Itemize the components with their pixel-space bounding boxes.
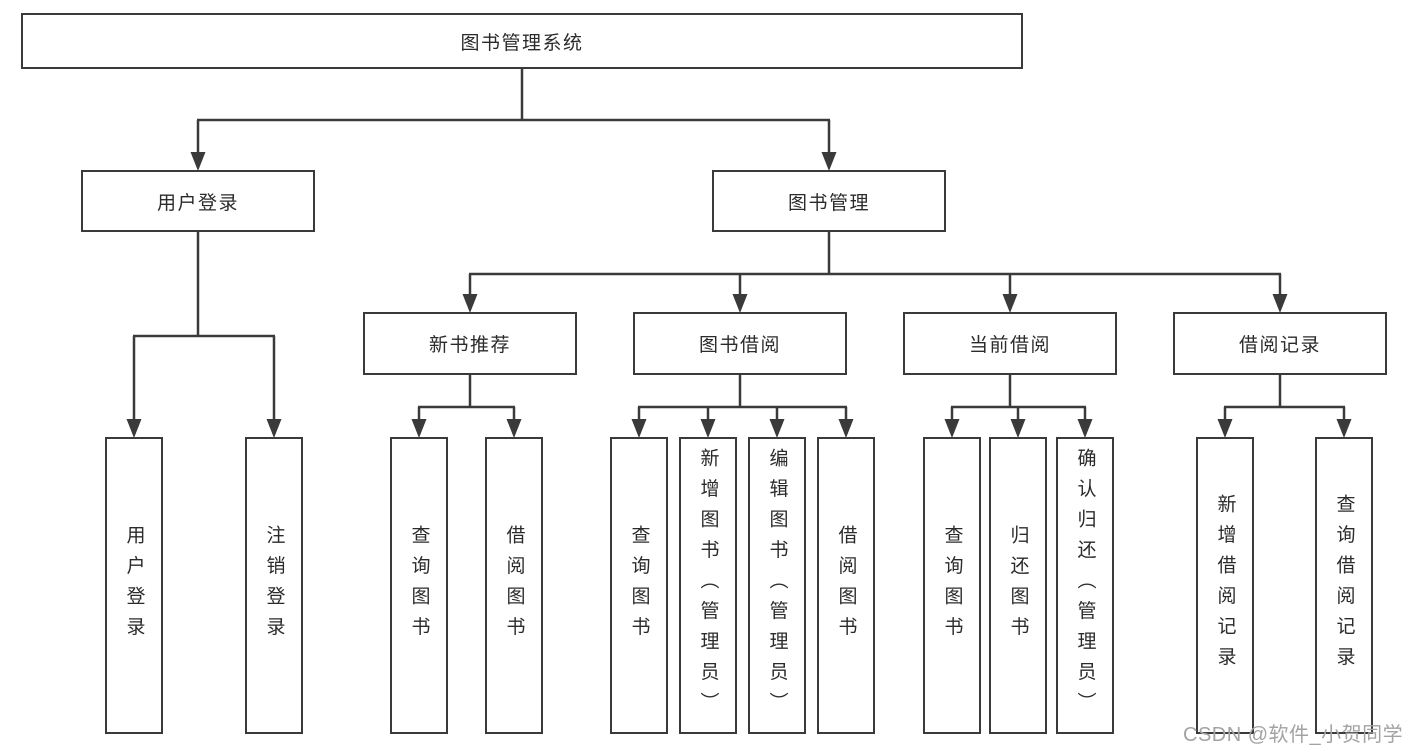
- leaf-user-login-label: 用户登录: [123, 524, 145, 647]
- leaf-records-query-record-label: 查询借阅记录: [1333, 494, 1355, 677]
- node-borrowing-records: 借阅记录: [1173, 312, 1387, 375]
- leaf-borrowing-add-books-admin-label: 新增图书（管理员）: [697, 448, 719, 723]
- leaf-current-return-books: 归还图书: [989, 437, 1047, 734]
- node-book-management: 图书管理: [712, 170, 946, 232]
- leaf-current-confirm-return-admin: 确认归还（管理员）: [1056, 437, 1114, 734]
- leaf-logout: 注销登录: [245, 437, 303, 734]
- leaf-borrowing-borrow-books-label: 借阅图书: [835, 524, 857, 647]
- leaf-records-query-record: 查询借阅记录: [1315, 437, 1373, 734]
- node-borrowing-records-label: 借阅记录: [1238, 335, 1321, 356]
- leaf-current-query-books: 查询图书: [923, 437, 981, 734]
- leaf-borrowing-query-books-label: 查询图书: [628, 524, 650, 647]
- node-new-book-recommend-label: 新书推荐: [428, 335, 511, 356]
- leaf-borrowing-query-books: 查询图书: [610, 437, 668, 734]
- leaf-user-login: 用户登录: [105, 437, 163, 734]
- leaf-records-add-record: 新增借阅记录: [1196, 437, 1254, 734]
- node-new-book-recommend: 新书推荐: [363, 312, 577, 375]
- node-book-management-label: 图书管理: [787, 192, 870, 214]
- node-book-borrowing: 图书借阅: [633, 312, 847, 375]
- leaf-borrowing-borrow-books: 借阅图书: [817, 437, 875, 734]
- node-user-login-label: 用户登录: [156, 192, 239, 214]
- leaf-current-return-books-label: 归还图书: [1007, 524, 1029, 647]
- node-user-login: 用户登录: [81, 170, 315, 232]
- csdn-watermark: CSDN @软件_小贺同学: [1183, 724, 1404, 746]
- leaf-current-query-books-label: 查询图书: [941, 524, 963, 647]
- leaf-records-add-record-label: 新增借阅记录: [1214, 494, 1236, 677]
- leaf-logout-label: 注销登录: [263, 524, 285, 647]
- node-root-label: 图书管理系统: [460, 32, 584, 54]
- node-current-borrowing: 当前借阅: [903, 312, 1117, 375]
- leaf-borrowing-add-books-admin: 新增图书（管理员）: [679, 437, 737, 734]
- node-current-borrowing-label: 当前借阅: [968, 335, 1051, 356]
- leaf-current-confirm-return-admin-label: 确认归还（管理员）: [1074, 448, 1096, 723]
- leaf-recommend-borrow-books-label: 借阅图书: [503, 524, 525, 647]
- leaf-recommend-query-books-label: 查询图书: [408, 524, 430, 647]
- leaf-borrowing-edit-books-admin-label: 编辑图书（管理员）: [766, 448, 788, 723]
- node-root-system: 图书管理系统: [21, 13, 1023, 69]
- leaf-recommend-borrow-books: 借阅图书: [485, 437, 543, 734]
- leaf-borrowing-edit-books-admin: 编辑图书（管理员）: [748, 437, 806, 734]
- leaf-recommend-query-books: 查询图书: [390, 437, 448, 734]
- node-book-borrowing-label: 图书借阅: [698, 335, 781, 356]
